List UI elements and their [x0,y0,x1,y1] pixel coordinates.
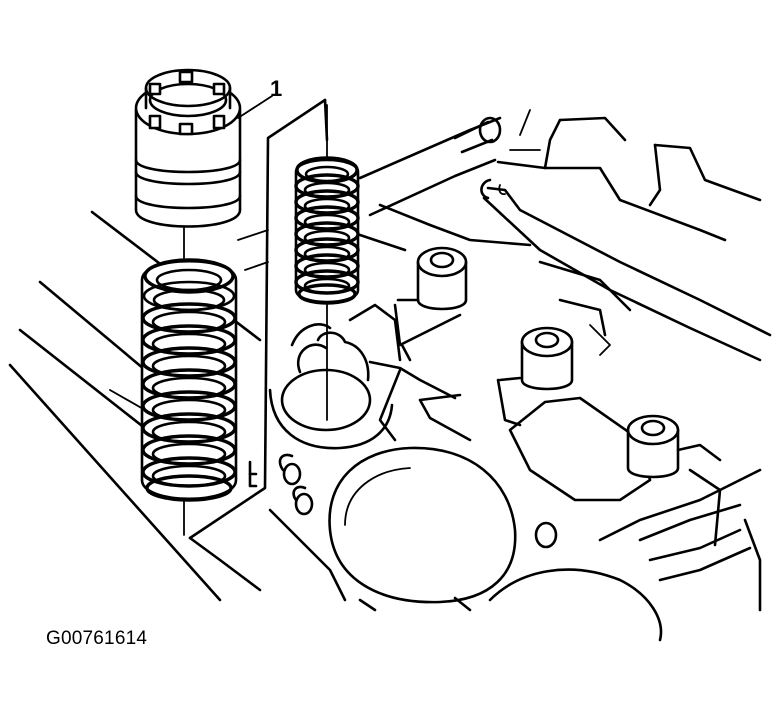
callout-1: 1 [237,76,282,119]
valve-stem-boss-1 [393,246,468,362]
spring-retainer-tool [134,68,242,228]
small-valve-spring [294,156,360,305]
figure-id: G00761614 [46,628,148,649]
cylinder-head-body [8,98,772,642]
assembly-axis-lines [183,104,328,536]
callout-label: 1 [270,76,282,101]
valve-stem-boss-2 [496,326,574,427]
valve-stem-boss-3 [626,414,722,479]
back-plate-marks [248,460,258,488]
large-valve-spring [140,258,238,502]
